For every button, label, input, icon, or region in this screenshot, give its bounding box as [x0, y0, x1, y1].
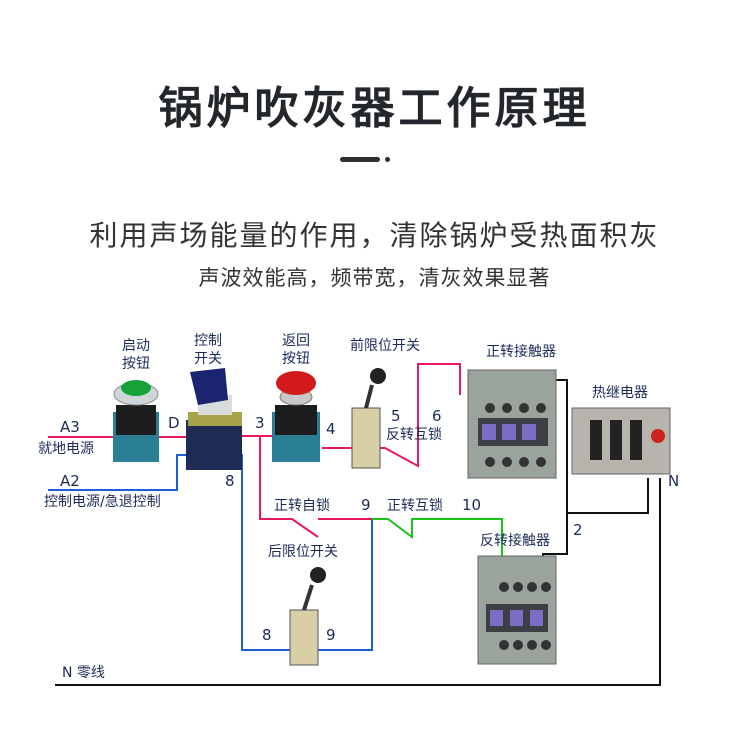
label-n: N: [668, 472, 679, 490]
label-8: 8: [225, 472, 235, 490]
rear-limit-switch-component: [289, 567, 326, 666]
subtitle: 利用声场能量的作用，清除锅炉受热面积灰: [89, 219, 660, 252]
control-switch-component: [186, 368, 242, 470]
reverse-contactor-label: 反转接触器: [480, 532, 550, 549]
front-limit-switch-component: [351, 368, 386, 469]
label-a3: A3: [60, 418, 80, 436]
wire-green: [372, 518, 503, 575]
label-9: 9: [361, 496, 371, 514]
rear-limit-label: 后限位开关: [268, 544, 338, 560]
label-a2: A2: [60, 472, 80, 490]
return-button-label-2: 按钮: [282, 351, 310, 367]
label-5: 5: [391, 407, 401, 425]
page-title: 锅炉吹灰器工作原理: [158, 83, 591, 134]
control-switch-label-2: 开关: [194, 351, 222, 367]
label-10: 10: [462, 496, 481, 514]
reverse-contactor-component: [477, 555, 557, 665]
return-button-component: [272, 371, 320, 462]
control-switch-label-1: 控制: [194, 333, 222, 349]
wire-pink-interlock: [377, 363, 461, 468]
label-forward-selflock: 正转自锁: [274, 498, 330, 514]
wire-blue-a2: [48, 454, 190, 491]
label-rear-9: 9: [326, 626, 336, 644]
label-d: D: [168, 414, 180, 432]
title-decoration: [340, 157, 380, 162]
start-button-component: [113, 380, 159, 462]
wire-black-n: [55, 478, 661, 686]
tagline: 声波效能高，频带宽，清灰效果显著: [198, 266, 551, 290]
front-limit-label: 前限位开关: [350, 337, 420, 354]
start-button-label-2: 按钮: [122, 356, 150, 372]
forward-contactor-label: 正转接触器: [486, 343, 556, 360]
label-2: 2: [573, 521, 583, 539]
start-button-label-1: 启动: [122, 338, 150, 354]
label-forward-interlock: 正转互锁: [387, 498, 443, 514]
thermal-relay-label: 热继电器: [592, 385, 648, 401]
return-button-label-1: 返回: [282, 333, 310, 349]
forward-contactor-component: [467, 369, 557, 479]
label-6: 6: [432, 407, 442, 425]
wire-black-relay: [567, 478, 649, 514]
title-decoration-dot: [385, 157, 390, 162]
wire-pink-selflock: [259, 436, 319, 538]
label-rear-8: 8: [262, 626, 272, 644]
label-neutral: N 零线: [62, 665, 105, 681]
label-a2-desc: 控制电源/急退控制: [44, 494, 161, 510]
label-a3-desc: 就地电源: [38, 441, 94, 457]
label-4: 4: [326, 420, 336, 438]
label-3: 3: [255, 414, 265, 432]
thermal-relay-component: [571, 407, 671, 475]
label-reverse-interlock: 反转互锁: [386, 427, 442, 443]
